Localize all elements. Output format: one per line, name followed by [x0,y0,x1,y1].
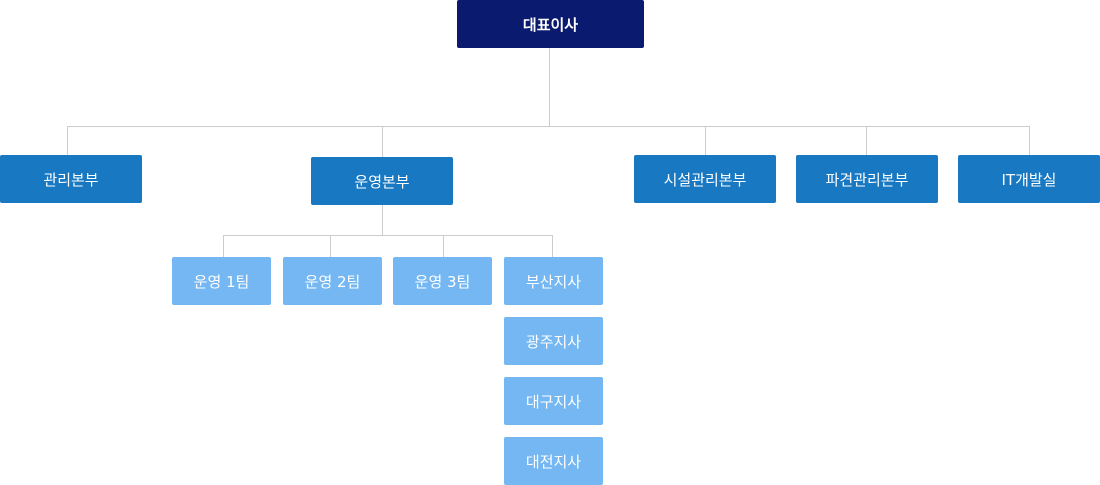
connector-team3 [443,235,444,257]
team-operations-3: 운영 3팀 [393,257,492,305]
division-operations: 운영본부 [311,157,453,205]
connector-divisions-bar [67,126,1030,127]
ceo-node: 대표이사 [457,0,644,48]
connector-team2 [330,235,331,257]
division-it: IT개발실 [958,155,1100,203]
connector-operations [382,126,383,157]
connector-facilities [705,126,706,155]
connector-team1 [223,235,224,257]
connector-it [1029,126,1030,155]
connector-dispatch [866,126,867,155]
connector-operations-down [382,205,383,235]
team-operations-2: 운영 2팀 [283,257,382,305]
branch-busan: 부산지사 [504,257,603,305]
division-dispatch: 파견관리본부 [796,155,938,203]
branch-daegu: 대구지사 [504,377,603,425]
division-facilities: 시설관리본부 [634,155,776,203]
team-operations-1: 운영 1팀 [172,257,271,305]
branch-gwangju: 광주지사 [504,317,603,365]
connector-ceo-down [549,48,550,126]
connector-management [67,126,68,155]
connector-branches [552,235,553,257]
branch-daejeon: 대전지사 [504,437,603,485]
division-management: 관리본부 [0,155,142,203]
connector-units-bar [223,235,552,236]
